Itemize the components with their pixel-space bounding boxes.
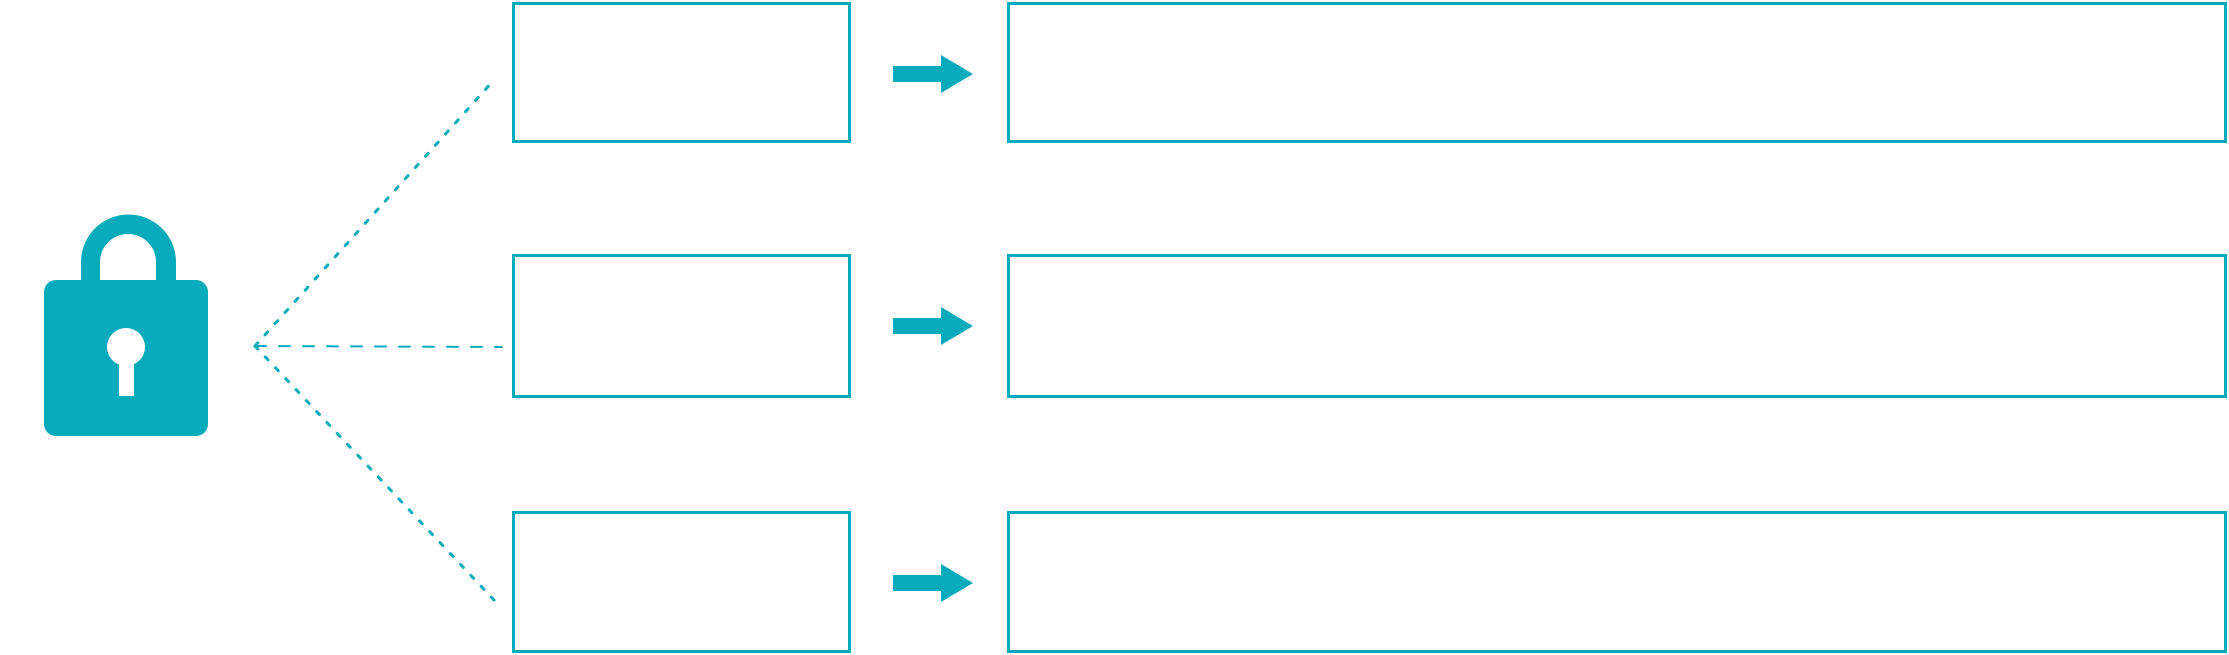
row-2-arrow-right-icon bbox=[893, 307, 973, 345]
padlock-body bbox=[44, 280, 208, 436]
row-3-left-box[interactable] bbox=[512, 511, 851, 653]
row-2-right-box[interactable] bbox=[1007, 254, 2227, 398]
connector-to-row-2 bbox=[254, 345, 503, 348]
connector-to-row-3 bbox=[253, 344, 496, 602]
row-1-arrow-right-icon bbox=[893, 55, 973, 93]
row-2-left-box[interactable] bbox=[512, 254, 851, 398]
row-1-right-box[interactable] bbox=[1007, 2, 2227, 143]
connector-to-row-1 bbox=[253, 78, 496, 348]
padlock-keyhole-circle bbox=[107, 328, 145, 366]
padlock-shackle bbox=[81, 214, 176, 300]
padlock-keyhole-stem bbox=[119, 347, 134, 396]
row-1-left-box[interactable] bbox=[512, 2, 851, 143]
row-3-arrow-right-icon bbox=[893, 564, 973, 602]
row-3-right-box[interactable] bbox=[1007, 511, 2227, 653]
padlock-shape bbox=[44, 214, 208, 436]
